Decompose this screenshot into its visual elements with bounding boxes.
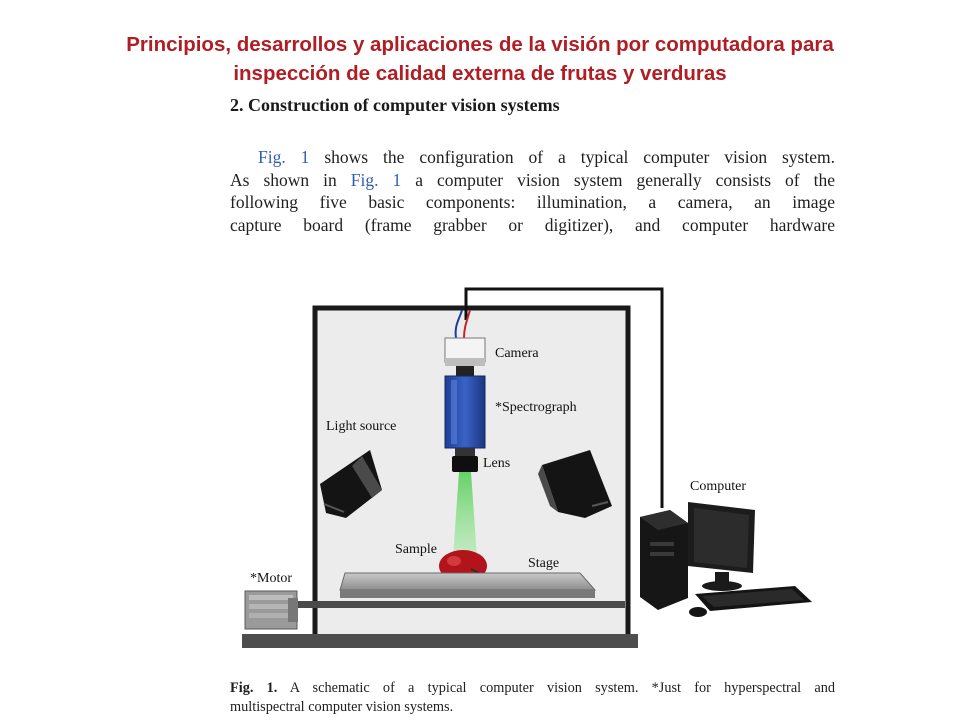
caption-line-1-text: A schematic of a typical computer vision… <box>277 680 835 696</box>
computer-vision-schematic: Camera *Spectrograph Lens Light source C… <box>240 280 840 670</box>
paragraph-line-3: following five basic components: illumin… <box>230 192 835 212</box>
camera-wire-red <box>463 309 471 339</box>
camera-wire-blue <box>454 309 463 339</box>
caption-line-2: multispectral computer vision systems. <box>230 699 454 715</box>
mouse-icon <box>689 607 707 617</box>
motor-shaft <box>295 601 625 608</box>
label-stage: Stage <box>528 556 560 571</box>
monitor-icon <box>688 502 755 591</box>
paragraph-line-1-text: shows the configuration of a typical com… <box>309 147 835 167</box>
label-computer: Computer <box>690 479 746 494</box>
slide-title-line-2: inspección de calidad externa de frutas … <box>233 62 727 85</box>
keyboard-icon <box>695 586 812 611</box>
schematic-drawing <box>242 287 812 648</box>
slide-title-line-1: Principios, desarrollos y aplicaciones d… <box>126 33 834 56</box>
body-paragraph: Fig. 1 shows the configuration of a typi… <box>230 146 835 236</box>
slide-title: Principios, desarrollos y aplicaciones d… <box>40 30 920 88</box>
caption-label: Fig. 1. <box>230 680 278 696</box>
paragraph-line-1: Fig. 1 shows the configuration of a typi… <box>230 146 835 169</box>
label-lens: Lens <box>483 456 511 471</box>
light-beam <box>452 472 478 572</box>
lens-icon <box>452 448 478 472</box>
label-spectrograph: *Spectrograph <box>495 400 577 415</box>
label-sample: Sample <box>395 542 437 557</box>
fig-1-link[interactable]: Fig. 1 <box>350 169 402 190</box>
fig-1-link[interactable]: Fig. 1 <box>258 147 310 167</box>
base-plate <box>242 634 638 648</box>
stage-icon <box>339 572 597 598</box>
light-source-left-icon <box>320 450 382 518</box>
computer-tower-icon <box>640 510 688 610</box>
paragraph-line-2-text: a computer vision system generally consi… <box>401 169 835 190</box>
camera-cable <box>464 287 664 508</box>
label-camera: Camera <box>495 346 539 361</box>
paragraph-line-4: capture board (frame grabber or digitize… <box>230 214 835 235</box>
paragraph-line-2: As shown in Fig. 1 a computer vision sys… <box>230 169 835 192</box>
section-heading: 2. Construction of computer vision syste… <box>230 95 560 115</box>
motor-icon <box>244 590 298 630</box>
light-source-right-icon <box>538 450 612 518</box>
label-motor: *Motor <box>250 571 292 586</box>
label-light-source: Light source <box>326 419 397 434</box>
caption-line-1: Fig. 1. A schematic of a typical compute… <box>230 679 835 698</box>
spectrograph-icon <box>444 375 486 449</box>
figure-caption: Fig. 1. A schematic of a typical compute… <box>230 679 835 717</box>
camera-icon <box>444 337 486 376</box>
paragraph-line-2-pre: As shown in <box>230 169 351 190</box>
